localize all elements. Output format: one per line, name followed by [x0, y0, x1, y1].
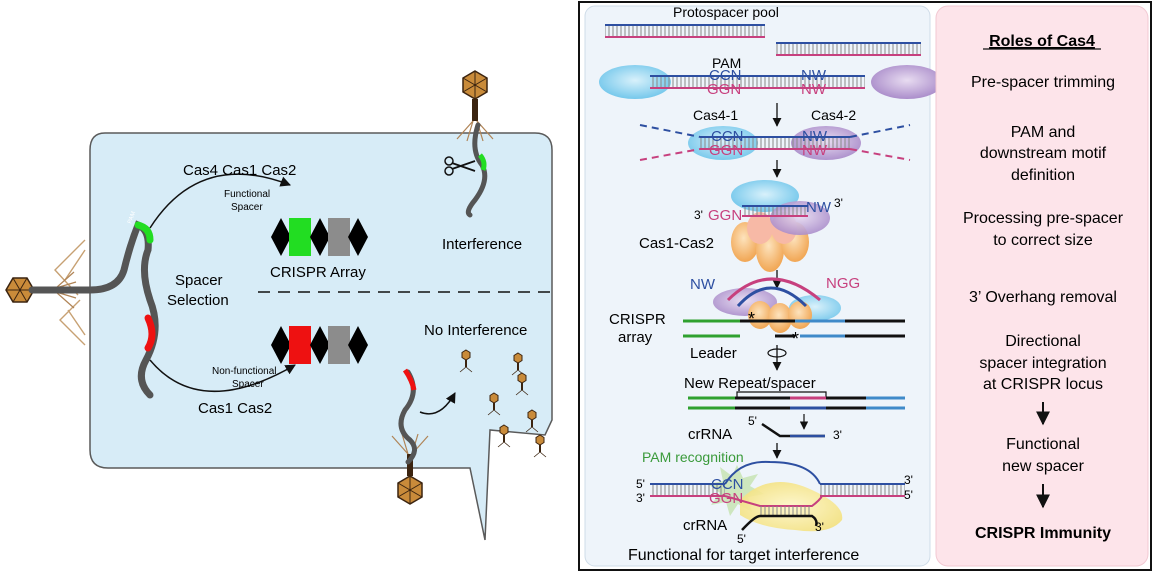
protospacer-pool-label: Protospacer pool	[673, 4, 779, 20]
nw-label-1: NW	[801, 67, 827, 84]
nw-label-2: NW	[801, 81, 827, 98]
role-2-line-3: definition	[1011, 167, 1075, 184]
three-prime-label-4: 3'	[636, 491, 645, 505]
role-6-line-1: Functional	[1006, 436, 1080, 453]
crispr-array-label-1: CRISPR	[609, 311, 666, 328]
scissors-icon	[444, 156, 476, 176]
ccn-label-1: CCN	[709, 67, 742, 84]
cas4-2-protein	[871, 65, 943, 99]
functional-target-label: Functional for target interference	[628, 547, 859, 564]
role-2-line-1: PAM and	[1011, 124, 1076, 141]
target-region-dna	[478, 153, 487, 171]
nw-label-6: NW	[690, 276, 716, 293]
crrna-label-1: crRNA	[688, 426, 732, 443]
ccn-label-2: CCN	[711, 128, 744, 145]
ggn-label-2: GGN	[709, 142, 743, 159]
nonfunctional-region-dna	[144, 314, 156, 352]
role-5-line-2: spacer integration	[979, 355, 1106, 372]
substrate-dna	[650, 75, 865, 89]
role-5-line-3: at CRISPR locus	[983, 376, 1103, 393]
no-interference-label: No Interference	[424, 322, 527, 339]
cas4-3-protein	[731, 180, 799, 212]
nonfunctional-pathway-arrow	[149, 359, 296, 392]
role-7: CRISPR Immunity	[975, 525, 1111, 542]
crispr-array-dna	[683, 319, 905, 338]
crispr-array-label-2: array	[618, 329, 653, 346]
five-prime-label-1: 5'	[748, 414, 757, 428]
nw-label-5: NW	[806, 199, 832, 216]
new-repeat-bracket	[736, 391, 827, 398]
five-prime-label-2: 5'	[636, 477, 645, 491]
role-3-line-2: to correct size	[993, 232, 1093, 249]
new-repeat-spacer-label: New Repeat/spacer	[684, 375, 816, 392]
rotate-arrow-icon	[767, 345, 787, 371]
spacer-selection-label-1: Spacer	[175, 272, 223, 289]
pam-region-dna	[134, 221, 154, 244]
pam-label: PAM	[712, 55, 741, 71]
spacer-selection-label-2: Selection	[167, 292, 229, 309]
crispr-array-label: CRISPR Array	[270, 264, 366, 281]
role-1: Pre-spacer trimming	[971, 74, 1115, 91]
protospacer-pool-dna	[605, 24, 921, 56]
leader-label: Leader	[690, 345, 737, 362]
functional-spacer-label-1: Functional	[224, 189, 270, 200]
functional-spacer-label-2: Spacer	[231, 202, 263, 213]
prespacer-dna	[742, 205, 808, 217]
nw-label-3: NW	[802, 128, 828, 145]
five-prime-label-3: 5'	[904, 488, 913, 502]
interference-label: Interference	[442, 236, 522, 253]
functional-pathway-arrow	[149, 173, 291, 229]
asterisk-2: *	[792, 329, 799, 349]
cas1-cas2-label: Cas1-Cas2	[639, 235, 714, 252]
pam-tag: PAM	[127, 211, 137, 225]
crrna-label-2: crRNA	[683, 517, 727, 534]
target-dna-duplex	[650, 460, 905, 531]
three-prime-label-5: 3'	[904, 473, 913, 487]
trimming-dna	[639, 124, 911, 161]
role-5-line-1: Directional	[1005, 333, 1081, 350]
pathway-bottom-label: Cas1 Cas2	[198, 400, 272, 417]
roles-panel-bg	[935, 5, 1149, 567]
crrna-in-complex	[741, 514, 818, 531]
asterisk-1: *	[748, 309, 755, 329]
roles-title: Roles of Cas4	[989, 33, 1095, 50]
ggn-label-1: GGN	[707, 81, 741, 98]
phage-dna-red-region	[402, 368, 417, 391]
nonfunctional-spacer-label-2: Spacer	[232, 379, 264, 390]
crispr-array-nonfunctional	[271, 326, 368, 364]
three-prime-label-2: 3'	[834, 196, 843, 210]
cas4-1-label: Cas4-1	[693, 107, 738, 123]
left-panel: PAM Cas4 Cas1 Cas2 Functional Spacer CRI…	[5, 70, 555, 541]
release-arrow	[419, 392, 456, 415]
pam-recognition-burst-icon	[708, 465, 764, 516]
nonfunctional-spacer-label-1: Non-functional	[212, 366, 276, 377]
three-prime-label-6: 3'	[815, 520, 824, 534]
nw-label-4: NW	[802, 142, 828, 159]
role-2-line-2: downstream motif	[980, 145, 1107, 162]
role-4: 3’ Overhang removal	[969, 289, 1117, 306]
cas4-2-label: Cas4-2	[811, 107, 856, 123]
ngg-label: NGG	[826, 275, 860, 292]
three-prime-label-3: 3'	[833, 428, 842, 442]
three-prime-label-1: 3'	[694, 208, 703, 222]
five-prime-label-4: 5'	[737, 532, 746, 546]
role-3-line-1: Processing pre-spacer	[963, 210, 1124, 227]
pathway-top-label: Cas4 Cas1 Cas2	[183, 162, 296, 179]
pam-recognition-label: PAM recognition	[642, 449, 744, 465]
ggn-label-3: GGN	[708, 207, 742, 224]
expanded-array-dna	[688, 396, 905, 410]
crispr-array-functional	[271, 218, 368, 256]
injected-phage-dna	[28, 220, 159, 399]
ggn-label-4: GGN	[709, 490, 743, 507]
role-6-line-2: new spacer	[1002, 458, 1084, 475]
phage-dna-cleaved	[465, 122, 488, 218]
right-panel: Roles of Cas4 Pre-spacer trimming PAM an…	[935, 5, 1149, 567]
ccn-label-3: CCN	[711, 476, 744, 493]
phage-dna-intact	[398, 369, 417, 465]
cas4-1-protein	[599, 65, 671, 99]
